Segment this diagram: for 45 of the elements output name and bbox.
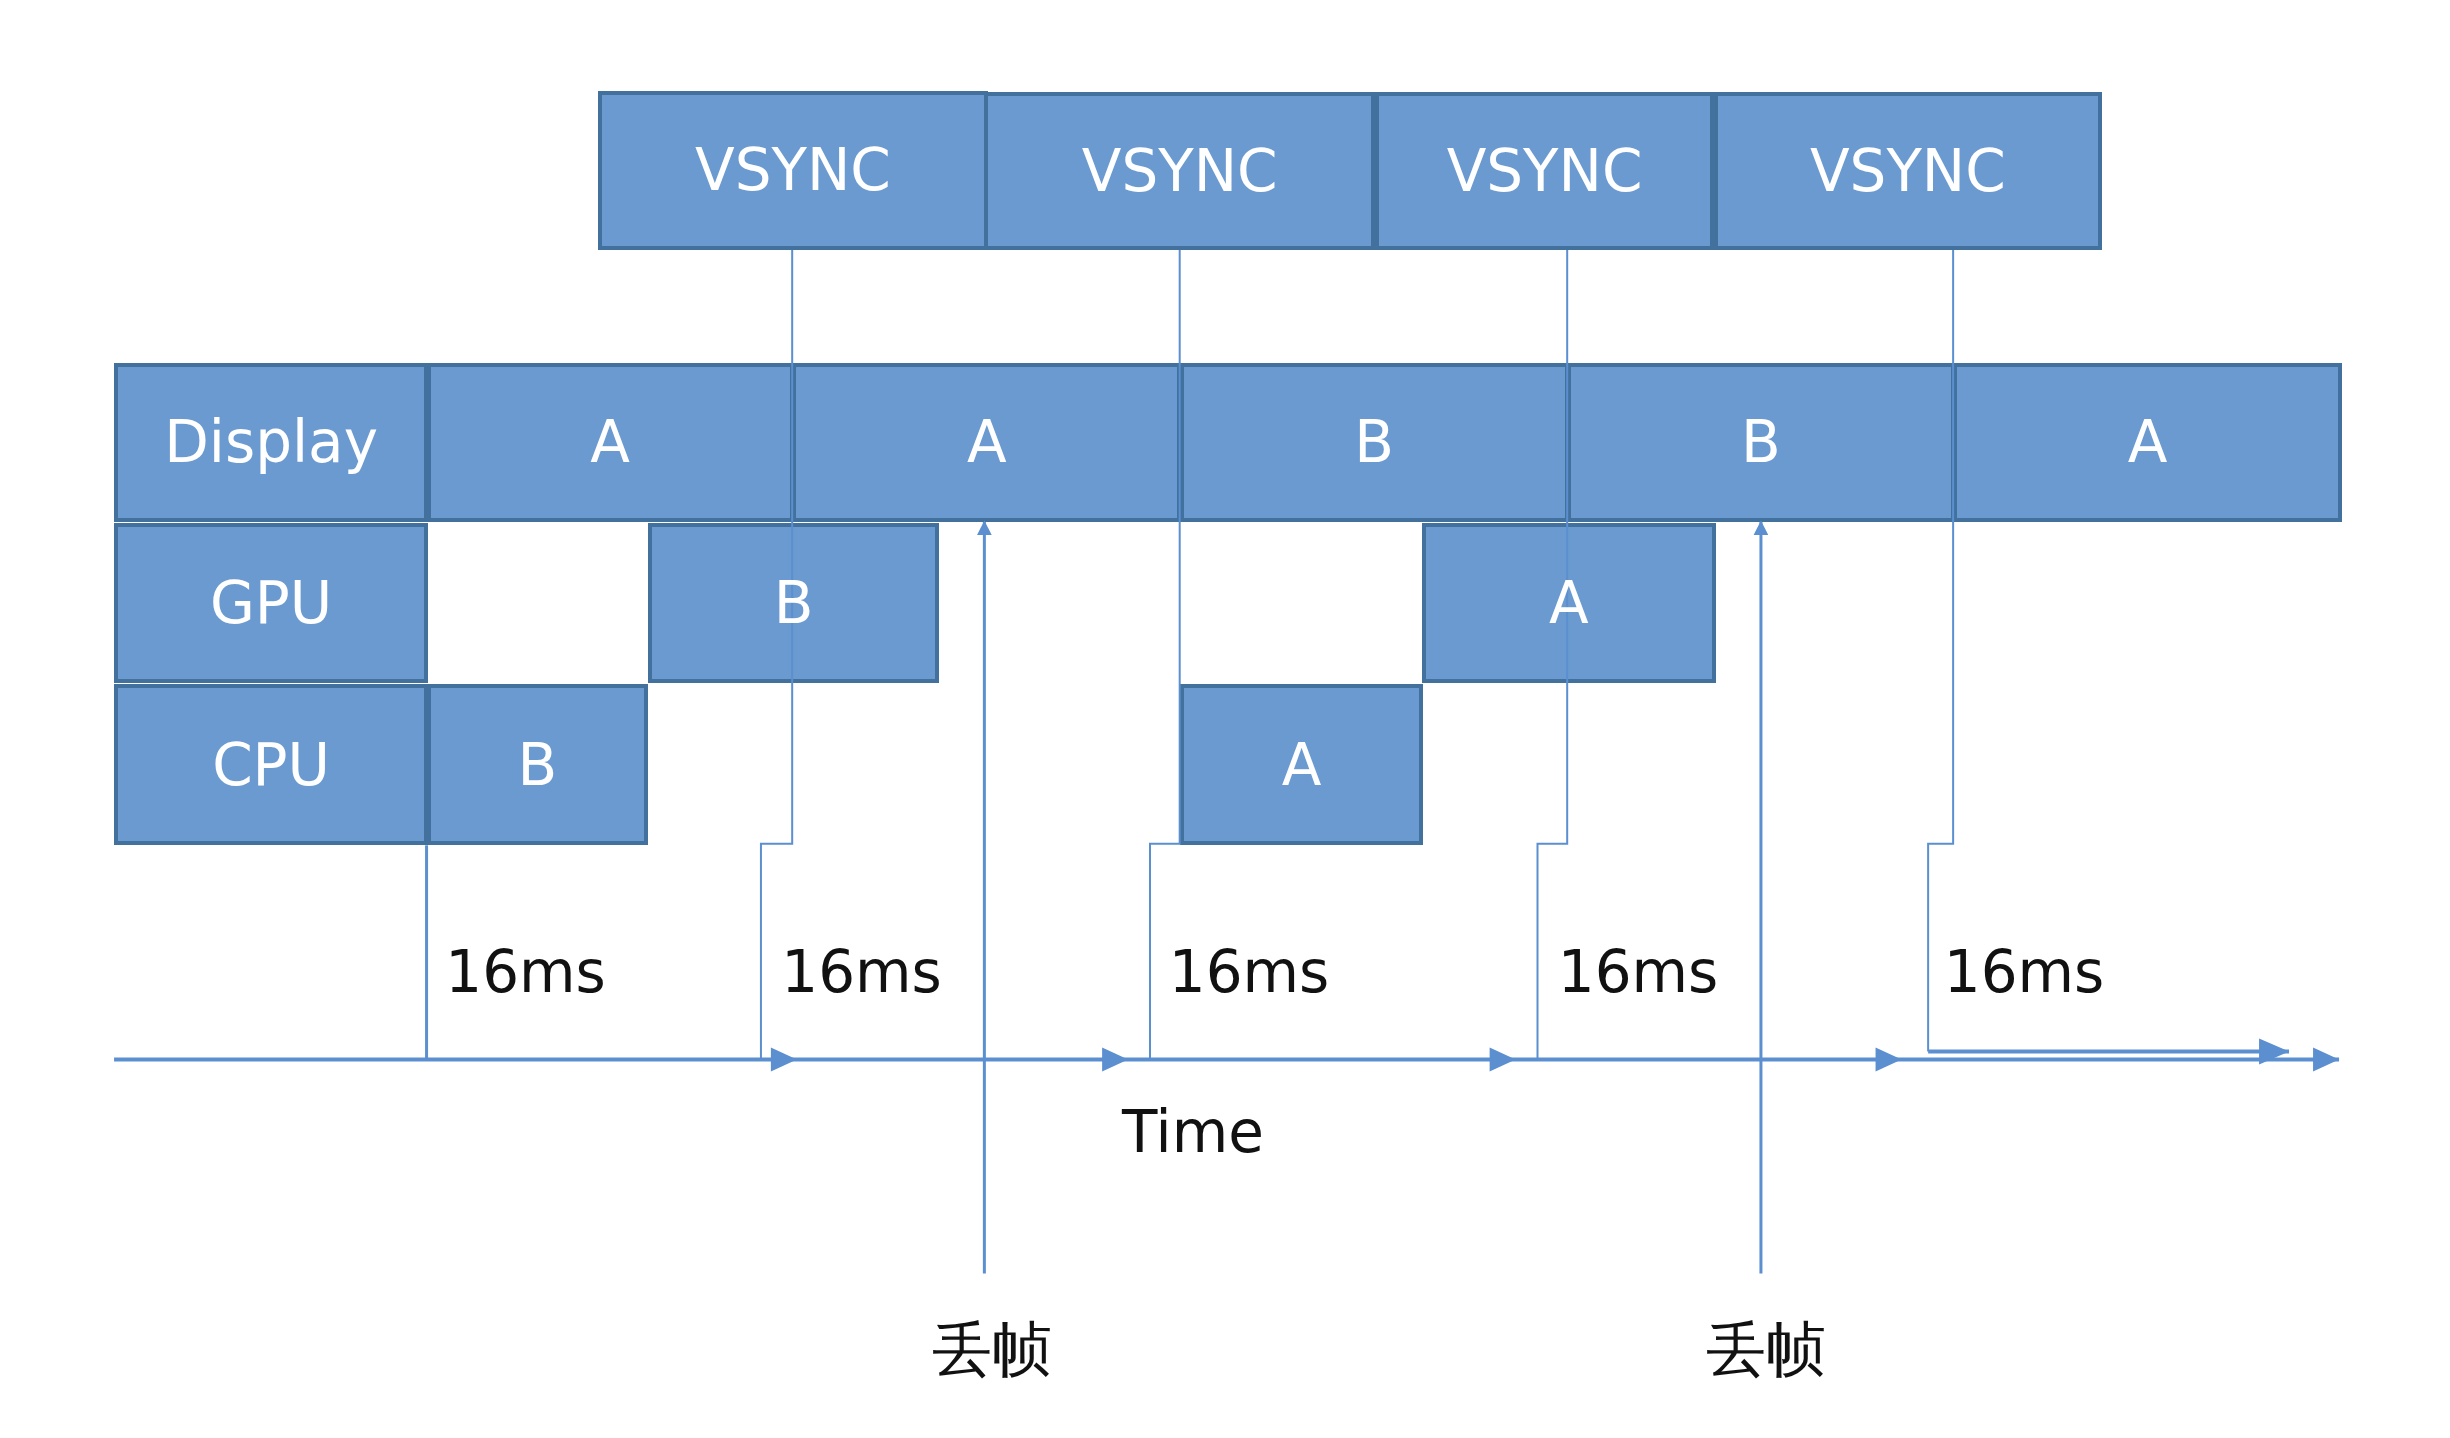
arrow	[1753, 520, 1769, 1274]
frame-box	[426, 684, 649, 846]
node-label: CPU	[212, 730, 331, 799]
node-label: VSYNC	[1809, 137, 2006, 206]
node-label: A	[966, 408, 1007, 477]
frame-box	[114, 684, 429, 846]
node-label: B	[773, 569, 814, 638]
node-label: B	[1354, 408, 1395, 477]
frame-box	[426, 362, 794, 522]
node-label: GPU	[209, 569, 333, 638]
node-label: Display	[164, 408, 378, 477]
arrow	[976, 520, 992, 1274]
node-label: VSYNC	[1081, 137, 1278, 206]
vsync-box	[598, 90, 988, 250]
node-label: VSYNC	[1446, 137, 1643, 206]
node-label: A	[1548, 569, 1589, 638]
interval-label: 16ms	[1943, 937, 2105, 1006]
interval-label: 16ms	[1168, 937, 1330, 1006]
frame-box	[1421, 523, 1716, 683]
node-label: B	[517, 730, 558, 799]
frame-box	[114, 523, 429, 683]
node-label: A	[1281, 730, 1322, 799]
node-label: A	[2127, 408, 2168, 477]
vsync-line	[1149, 249, 1181, 1061]
frame-box	[114, 362, 429, 522]
frame-box	[648, 523, 940, 683]
node-label: A	[590, 408, 630, 477]
interval-label: 16ms	[781, 937, 942, 1006]
node-label: 丢帧	[932, 1312, 1053, 1386]
axis-label: Time	[1121, 1098, 1264, 1167]
node-label: 丢帧	[1705, 1312, 1826, 1386]
frame-box	[1953, 362, 2343, 522]
interval-label: 16ms	[1557, 937, 1719, 1006]
frame-box	[1567, 362, 1955, 522]
node-label: VSYNC	[695, 136, 891, 205]
frame-box	[1179, 684, 1424, 846]
vsync-box	[1714, 92, 2102, 250]
frame-box	[1179, 362, 1569, 522]
vsync-line	[1927, 249, 1955, 1053]
vsync-line	[759, 249, 794, 1061]
vsync-line	[1536, 249, 1569, 1061]
frame-box	[792, 362, 1182, 522]
interval-label: 16ms	[445, 937, 606, 1006]
node-label: B	[1741, 408, 1781, 477]
vsync-box	[1375, 92, 1715, 250]
